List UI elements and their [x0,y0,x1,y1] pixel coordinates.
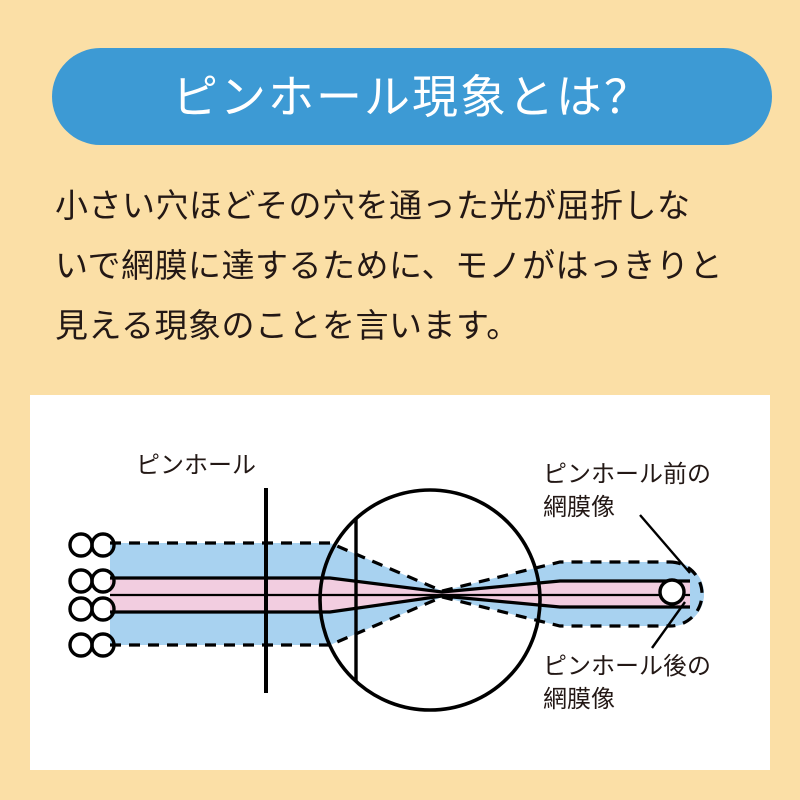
wide-beam-outline-top-right [441,560,670,593]
leader-after [651,601,686,649]
leader-before [639,514,691,574]
body-line-3: 見える現象のことを言います。 [55,307,520,344]
wide-beam-outline-bottom-right [441,595,670,628]
source-glyph [68,568,116,594]
eyeball-outline [318,488,542,712]
label-before-image-line2: 網膜像 [543,494,615,521]
narrow-beam-outline [110,576,690,614]
page-title: ピンホール現象とは？ [172,70,652,123]
wide-beam-outline-top [110,541,443,593]
body-line-2: いで網膜に達するために、モノがはっきりと [55,247,724,284]
label-pinhole: ピンホール [136,452,256,479]
sharp-image-dot [658,578,686,606]
diagram-panel: ピンホール ピンホール前の 網膜像 ピンホール後の 網膜像 [30,395,770,770]
title-banner: ピンホール現象とは？ [52,48,772,145]
body-line-1: 小さい穴ほどその穴を通った光が屈折しな [55,187,691,224]
source-glyph [68,532,116,558]
source-glyph [68,632,116,658]
source-glyph [68,596,116,622]
label-after-image-line1: ピンホール後の [543,653,711,680]
leader-lines [639,514,691,649]
blurred-image-outline [669,560,704,628]
label-after-image-line2: 網膜像 [543,686,615,713]
label-before-image-line1: ピンホール前の [543,461,711,488]
pinhole-diagram: ピンホール ピンホール前の 網膜像 ピンホール後の 網膜像 [68,452,711,713]
body-paragraph: 小さい穴ほどその穴を通った光が屈折しな いで網膜に達するために、モノがはっきりと… [55,176,755,356]
narrow-beam-outline-top [110,576,690,594]
source-glyph-group [68,532,116,658]
